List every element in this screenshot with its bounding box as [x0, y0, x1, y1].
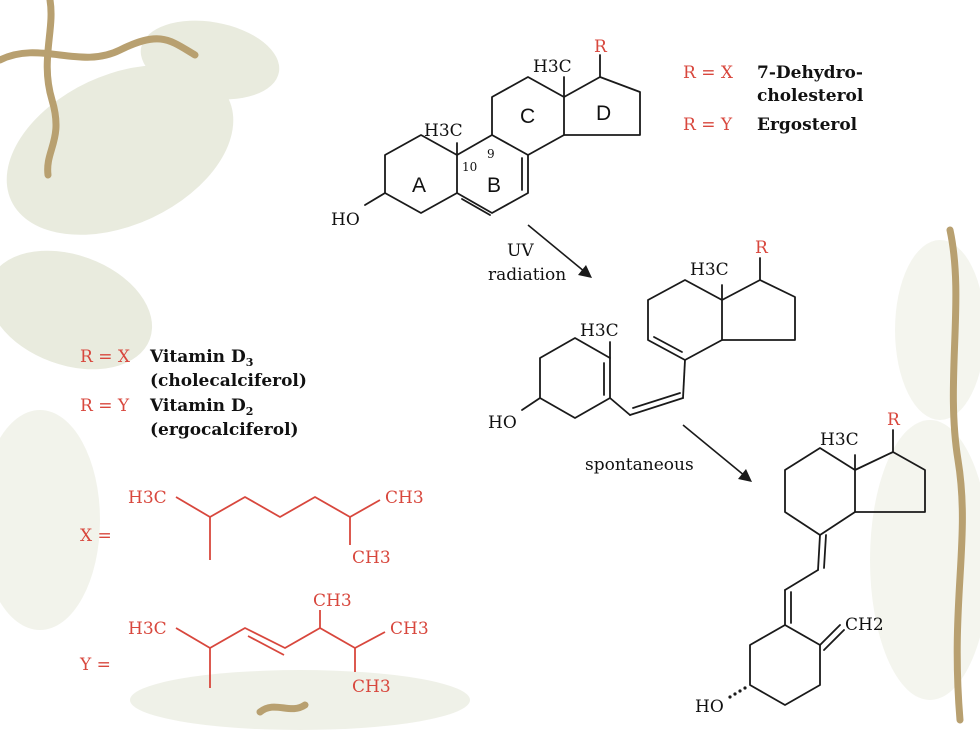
ergocalciferol-label: (ergocalciferol) [150, 420, 299, 440]
chain-y-backbone [175, 627, 386, 649]
chain-y-ch3-top: CH3 [313, 591, 352, 611]
vitamin-d2-text: Vitamin D [149, 396, 246, 416]
precursor-methyl-c10: H3C [424, 121, 463, 141]
precursor-methyl-c13: H3C [533, 57, 572, 77]
chain-x-label: X = [80, 526, 112, 546]
spontaneous-label: spontaneous [585, 455, 694, 475]
uv-arrow-head [578, 265, 592, 278]
vitamin-methyl-c13: H3C [820, 430, 859, 450]
key-7-dehydro: 7-Dehydro- [757, 63, 863, 83]
vitamin-d3-subscript: 3 [246, 356, 254, 369]
vitamin-key-r-eq-x: R = X [80, 347, 131, 367]
spontaneous-arrow-line [682, 424, 746, 477]
chain-x-h3c: H3C [128, 488, 167, 508]
side-chain-x: X = H3C CH3 CH3 [80, 488, 424, 568]
precursor-hydroxyl: HO [331, 210, 360, 230]
vitamin-key: R = X Vitamin D3 (cholecalciferol) R = Y… [80, 347, 307, 440]
vine-decoration [0, 0, 966, 724]
vitamin-key-r-eq-y: R = Y [80, 396, 130, 416]
uv-arrow: UV radiation [488, 224, 592, 285]
leaf-watermark [0, 20, 980, 730]
key-ergosterol: Ergosterol [757, 115, 858, 135]
vitamin-structure [749, 429, 926, 706]
previtamin-labels: R H3C H3C HO [488, 238, 769, 433]
ring-c-label: C [520, 105, 535, 128]
side-chain-y: Y = H3C CH3 CH3 CH3 [79, 591, 429, 697]
spontaneous-arrow: spontaneous [585, 424, 752, 482]
precursor-key: R = X 7-Dehydro- cholesterol R = Y Ergos… [683, 63, 864, 135]
uv-arrow-line [527, 224, 586, 273]
key-r-eq-x: R = X [683, 63, 734, 83]
chain-x-backbone [175, 496, 381, 518]
vitamin-d3-name: Vitamin D3 [149, 347, 253, 369]
chain-y-ch3-bottom: CH3 [352, 677, 391, 697]
vitamin-d3-text: Vitamin D [149, 347, 246, 367]
ring-d-label: D [596, 102, 611, 125]
uv-label: UV [507, 241, 534, 261]
chain-y-h3c: H3C [128, 619, 167, 639]
vitamin-methylene: CH2 [845, 615, 884, 635]
vitamin-labels: R H3C CH2 HO [695, 410, 901, 717]
previtamin-r-label: R [755, 238, 769, 258]
chain-y-label: Y = [79, 655, 111, 675]
c9-number: 9 [487, 147, 495, 161]
radiation-label: radiation [488, 265, 566, 285]
ring-b-label: B [487, 174, 501, 197]
precursor-structure [364, 54, 641, 216]
chain-x-ch3-branch: CH3 [352, 548, 391, 568]
key-cholesterol: cholesterol [757, 86, 864, 106]
spontaneous-arrow-head [738, 469, 752, 482]
chain-y-double-bond [247, 635, 285, 656]
previtamin-methyl-c13: H3C [690, 260, 729, 280]
chain-y-ch3-end: CH3 [390, 619, 429, 639]
precursor-labels: R H3C H3C 10 9 A B C D HO [331, 37, 611, 230]
previtamin-hydroxyl: HO [488, 413, 517, 433]
ring-a-label: A [412, 174, 426, 197]
c10-number: 10 [462, 160, 477, 174]
precursor-r-label: R [594, 37, 608, 57]
key-r-eq-y: R = Y [683, 115, 733, 135]
previtamin-methyl-ring: H3C [580, 321, 619, 341]
cholecalciferol-label: (cholecalciferol) [150, 371, 307, 391]
vitamin-d2-name: Vitamin D2 [149, 396, 253, 418]
previtamin-structure [521, 257, 796, 419]
vitamin-r-label: R [887, 410, 901, 430]
vitamin-d2-subscript: 2 [246, 405, 254, 418]
vitamin-hydroxyl: HO [695, 697, 724, 717]
vitamin-hydroxyl-bond [728, 686, 747, 699]
chain-x-ch3-end: CH3 [385, 488, 424, 508]
